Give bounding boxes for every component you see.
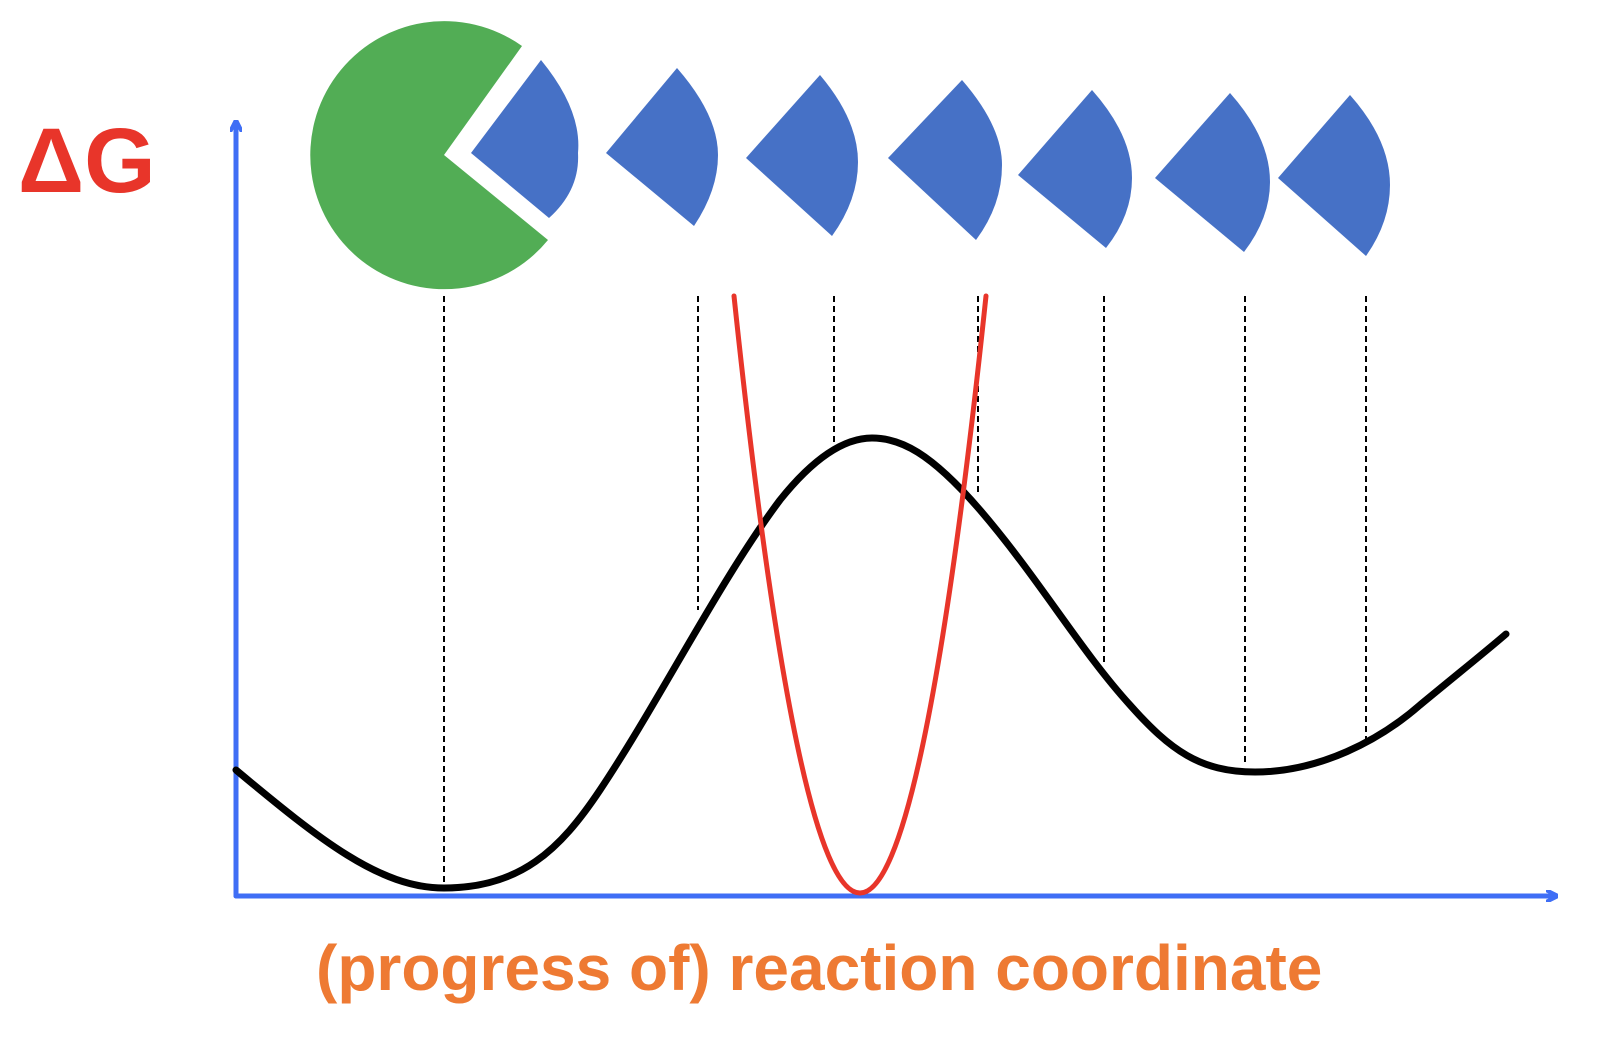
- blue-wedge-substrate: [471, 60, 579, 218]
- blue-wedge-substrate: [1278, 95, 1390, 256]
- x-axis-label: (progress of) reaction coordinate: [316, 932, 1322, 1004]
- shape-band: [310, 21, 1390, 290]
- blue-wedge-substrate: [1018, 90, 1132, 248]
- force-curve: [731, 293, 989, 896]
- y-axis-label: ΔG: [18, 110, 156, 212]
- blue-wedge-substrate: [1155, 93, 1270, 252]
- blue-wedge-substrate: [888, 80, 1002, 240]
- energy-curve: [232, 434, 1510, 892]
- green-pacman-enzyme: [310, 21, 548, 290]
- blue-wedge-substrate: [606, 68, 718, 226]
- blue-wedge-substrate: [746, 75, 858, 236]
- guide-lines: [443, 296, 1367, 888]
